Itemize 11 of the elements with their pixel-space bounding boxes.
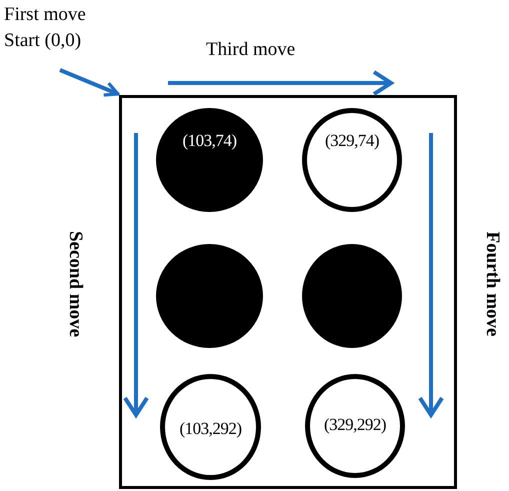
coordinate-label: (103,292) [178,419,243,439]
coordinate-label: (329,292) [322,415,388,435]
move-label: First move [4,3,87,27]
arrow [59,68,120,97]
frame-box [119,95,457,489]
move-label: Second move [64,230,87,340]
coordinate-label: (103,74) [181,131,238,151]
coordinate-label: (329,74) [324,131,380,151]
move-label: Fourth move [481,230,504,338]
move-label: Third move [206,38,296,62]
move-label: Start (0,0) [4,29,82,53]
